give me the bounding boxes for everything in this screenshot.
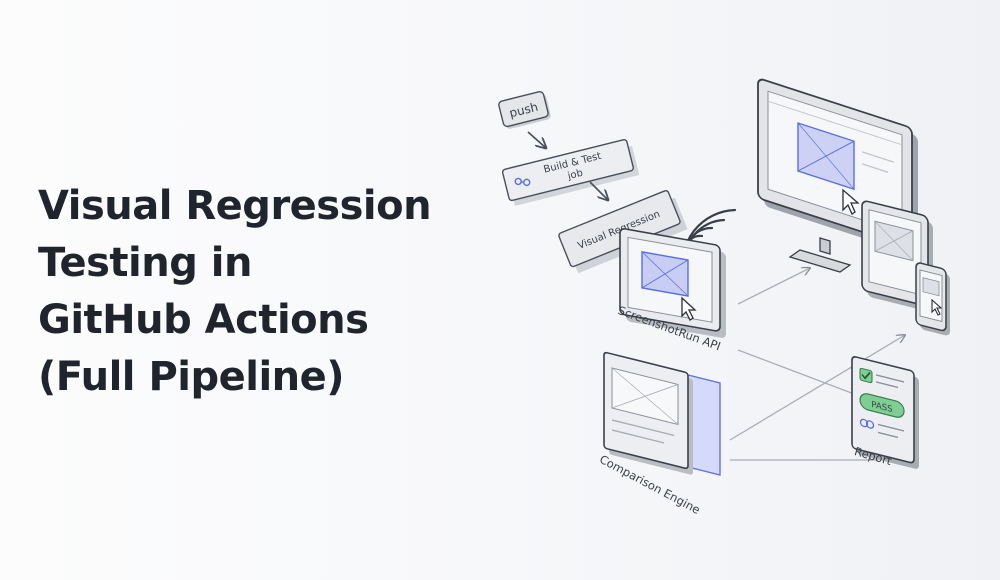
- visual-regression-card: Visual Regression: [558, 190, 688, 274]
- connector-engine-to-report: [729, 335, 905, 441]
- github-workflow-icon: [514, 177, 531, 187]
- phone-cursor-icon: [931, 298, 943, 316]
- build-job-label-line2: job: [566, 168, 584, 183]
- checkmark-icon: [861, 371, 871, 380]
- push-trigger: push: [498, 91, 551, 129]
- cursor-icon: [681, 296, 697, 321]
- arrow-push-to-build: [527, 131, 546, 148]
- screenshot-api-device: [619, 227, 726, 338]
- comparison-engine-device: [603, 351, 721, 476]
- connector-api-to-desktop: [737, 268, 810, 305]
- arrow-build-to-visual: [589, 181, 608, 200]
- report-document: PASS: [851, 356, 919, 469]
- phone-device: [915, 262, 950, 336]
- title-line-1: Visual Regression: [38, 183, 432, 229]
- pipeline-diagram: push Build & Test job Visual Regression: [480, 50, 980, 550]
- connector-lines: [729, 268, 905, 461]
- desktop-cursor-icon: [842, 188, 860, 215]
- title-line-4: (Full Pipeline): [38, 354, 345, 400]
- build-test-job-card: Build & Test job: [501, 138, 640, 206]
- link-icon: [859, 418, 875, 429]
- title-line-2: Testing in: [38, 240, 252, 286]
- page-title: Visual Regression Testing in GitHub Acti…: [38, 178, 468, 406]
- pipeline-illustration: push Build & Test job Visual Regression: [498, 78, 950, 517]
- title-line-3: GitHub Actions: [38, 297, 369, 343]
- connector-api-to-report: [737, 349, 871, 401]
- push-label: push: [508, 100, 540, 121]
